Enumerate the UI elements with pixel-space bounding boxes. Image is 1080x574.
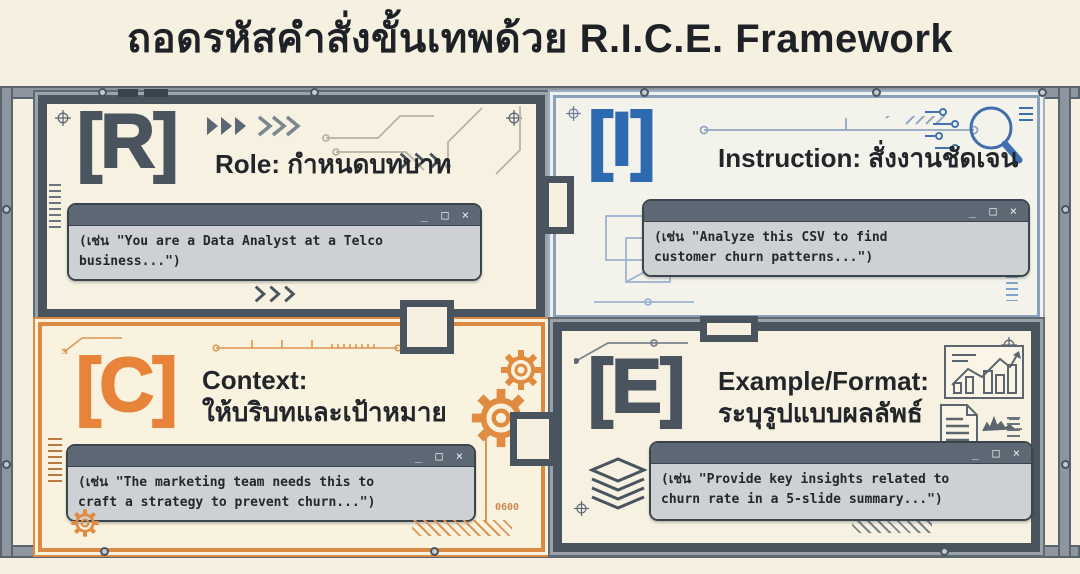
terminal-titlebar: _ □ × [644, 201, 1028, 222]
screw-icon [100, 547, 109, 556]
bar-chart-icon [944, 345, 1024, 399]
panel-title: Context: ให้บริบทและเป้าหมาย [202, 364, 447, 428]
screw-icon [872, 88, 881, 97]
window-controls: _ □ × [971, 446, 1023, 460]
panel-context: [C] Context: ให้บริบทและเป้าหมาย _ □ × (… [38, 322, 545, 552]
screw-icon [2, 205, 11, 214]
panel-title-line2: ระบุรูปแบบผลลัพธ์ [718, 398, 923, 428]
chevron-arrows-icon [207, 115, 301, 137]
layers-icon [589, 457, 647, 510]
panel-instruction: [I] Instruction: สั่งงานชัดเจน _ □ × (เช… [553, 95, 1040, 318]
connector-tab [542, 176, 574, 234]
bracket-label: [I] [587, 97, 657, 182]
frame-rail-left [0, 86, 13, 558]
bracket-label: [R] [76, 99, 179, 184]
window-controls: _ □ × [420, 208, 472, 222]
screw-icon [640, 88, 649, 97]
terminal-window: _ □ × (เช่น "You are a Data Analyst at a… [67, 203, 482, 281]
gear-icon [499, 348, 543, 392]
screw-icon [2, 460, 11, 469]
screw-icon [430, 547, 439, 556]
panel-title-line1: Context: [202, 365, 308, 395]
rail-chip-decoration [144, 89, 168, 97]
panel-title-line2: ให้บริบทและเป้าหมาย [202, 397, 447, 427]
screw-icon [98, 88, 107, 97]
ladder-icon [49, 184, 61, 230]
panel-example-format: [E] Example/Format: ระบุรูปแบบผลลัพธ์ _ … [553, 322, 1040, 552]
bracket-label: [C] [75, 343, 178, 428]
page-title: ถอดรหัสคำสั่งขั้นเทพด้วย R.I.C.E. Framew… [126, 17, 954, 61]
terminal-titlebar: _ □ × [69, 205, 480, 226]
terminal-window: _ □ × (เช่น "Provide key insights relate… [649, 441, 1033, 521]
window-controls: _ □ × [968, 204, 1020, 218]
terminal-text: (เช่น "The marketing team needs this to … [68, 467, 474, 520]
panel-title-line1: Example/Format: [718, 366, 929, 396]
terminal-titlebar: _ □ × [68, 446, 474, 467]
screw-icon [310, 88, 319, 97]
frame-rail-right [1058, 86, 1071, 558]
hatch-decoration [412, 520, 512, 536]
circuit-trace-icon [212, 340, 402, 352]
panel-role: [R] Role: กำหนดบทบาท _ □ × (เช่น "You ar… [38, 95, 545, 318]
chevron-arrows-icon [252, 285, 302, 303]
panel-title: Instruction: สั่งงานชัดเจน [718, 143, 1019, 173]
connector-tab [400, 300, 454, 354]
screw-icon [1038, 88, 1047, 97]
crosshair-icon [55, 110, 71, 126]
crosshair-icon [566, 106, 581, 121]
rail-chip-decoration [118, 89, 138, 97]
crosshair-icon [574, 501, 589, 516]
crosshair-icon [1001, 337, 1017, 353]
connector-tab [700, 316, 758, 342]
terminal-text: (เช่น "Analyze this CSV to find customer… [644, 222, 1028, 275]
screw-icon [1061, 205, 1070, 214]
panel-title: Example/Format: ระบุรูปแบบผลลัพธ์ [718, 365, 929, 429]
terminal-window: _ □ × (เช่น "Analyze this CSV to find cu… [642, 199, 1030, 277]
connector-tab [510, 412, 556, 466]
screw-icon [1061, 460, 1070, 469]
dial-label: 0600 [495, 502, 520, 513]
crosshair-icon [506, 110, 522, 126]
window-controls: _ □ × [414, 449, 466, 463]
ladder-icon [48, 438, 62, 486]
terminal-window: _ □ × (เช่น "The marketing team needs th… [66, 444, 476, 522]
hatch-decoration [852, 519, 932, 533]
terminal-text: (เช่น "You are a Data Analyst at a Telco… [69, 226, 480, 279]
terminal-titlebar: _ □ × [651, 443, 1031, 464]
terminal-text: (เช่น "Provide key insights related to c… [651, 464, 1031, 519]
ruler-line [485, 422, 487, 522]
screw-icon [940, 547, 949, 556]
panel-title: Role: กำหนดบทบาท [215, 149, 452, 179]
bracket-label: [E] [587, 344, 686, 429]
